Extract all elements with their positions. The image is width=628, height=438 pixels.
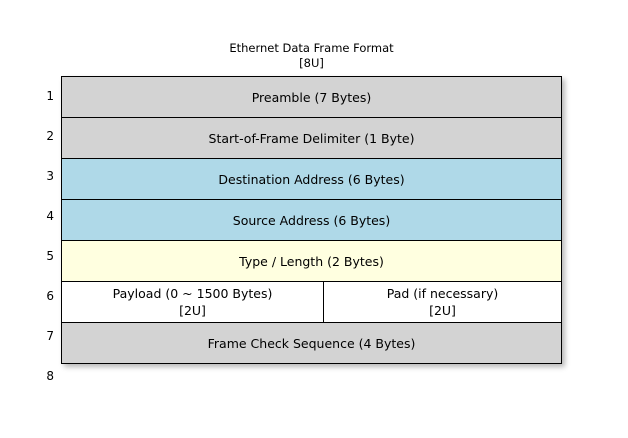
page-title-unit: [8U] (299, 56, 324, 70)
ethernet-frame-table: Preamble (7 Bytes) Start-of-Frame Delimi… (61, 76, 562, 364)
row-number-4: 4 (46, 209, 54, 223)
frame-field-payload-label: Payload (0 ~ 1500 Bytes) (112, 286, 273, 301)
table-row-payload-pad: Payload (0 ~ 1500 Bytes) [2U] Pad (if ne… (61, 281, 562, 323)
row-number-6: 6 (46, 289, 54, 303)
table-row-destination-address: Destination Address (6 Bytes) (61, 158, 562, 200)
row-number-8: 8 (46, 369, 54, 383)
table-row-preamble: Preamble (7 Bytes) (61, 76, 562, 118)
frame-field-pad: Pad (if necessary) [2U] (323, 281, 562, 323)
table-row-source-address: Source Address (6 Bytes) (61, 199, 562, 241)
frame-field-frame-check-sequence: Frame Check Sequence (4 Bytes) (61, 322, 562, 364)
frame-field-destination-address: Destination Address (6 Bytes) (61, 158, 562, 200)
page-title: Ethernet Data Frame Format (229, 41, 394, 55)
diagram-title-block: Ethernet Data Frame Format [8U] (61, 41, 562, 71)
row-number-1: 1 (46, 89, 54, 103)
frame-field-pad-label: Pad (if necessary) (386, 286, 499, 301)
row-number-5: 5 (46, 249, 54, 263)
row-number-2: 2 (46, 129, 54, 143)
table-row-sfd: Start-of-Frame Delimiter (1 Byte) (61, 117, 562, 159)
frame-field-pad-unit: [2U] (429, 303, 456, 318)
frame-field-preamble: Preamble (7 Bytes) (61, 76, 562, 118)
frame-field-payload-unit: [2U] (179, 303, 206, 318)
frame-field-start-of-frame-delimiter: Start-of-Frame Delimiter (1 Byte) (61, 117, 562, 159)
row-number-gutter: 1 2 3 4 5 6 7 8 (20, 76, 54, 398)
frame-field-payload: Payload (0 ~ 1500 Bytes) [2U] (61, 281, 324, 323)
frame-field-source-address: Source Address (6 Bytes) (61, 199, 562, 241)
row-number-3: 3 (46, 169, 54, 183)
row-number-7: 7 (46, 329, 54, 343)
table-row-type-length: Type / Length (2 Bytes) (61, 240, 562, 282)
frame-field-type-length: Type / Length (2 Bytes) (61, 240, 562, 282)
table-row-frame-check-sequence: Frame Check Sequence (4 Bytes) (61, 322, 562, 364)
